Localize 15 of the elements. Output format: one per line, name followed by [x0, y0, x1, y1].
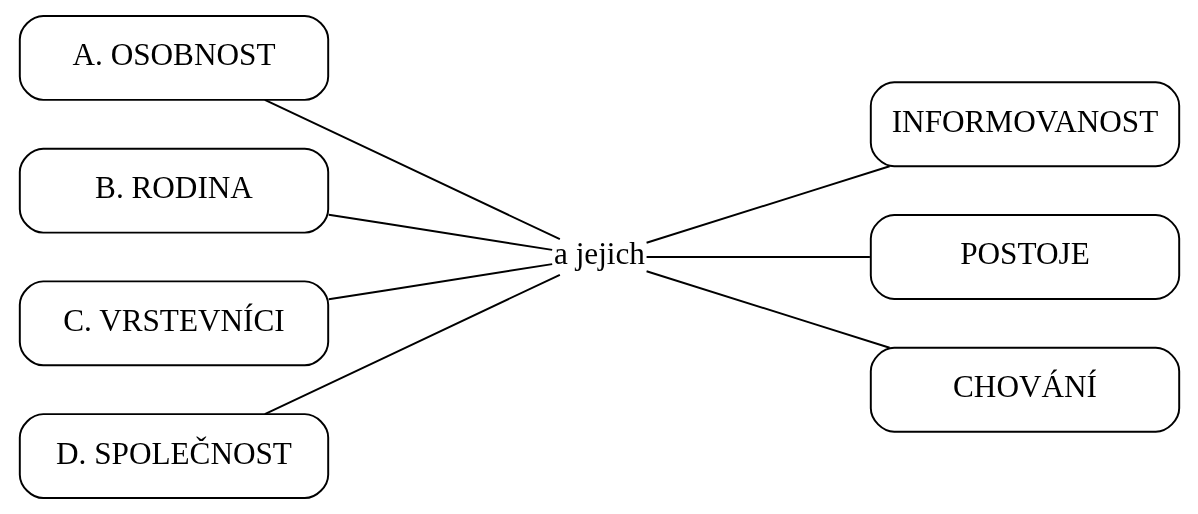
node-box: C. VRSTEVNÍCI: [18, 280, 329, 367]
connector: [645, 270, 891, 349]
node-text: a jejich: [553, 236, 645, 272]
connector: [645, 256, 871, 258]
connector: [645, 165, 891, 244]
node-box: A. OSOBNOST: [18, 14, 329, 101]
connector: [327, 263, 553, 301]
node-box: B. RODINA: [18, 147, 329, 234]
connector: [263, 273, 561, 416]
node-box: POSTOJE: [869, 214, 1180, 300]
connector: [263, 98, 561, 241]
node-box: INFORMOVANOST: [869, 81, 1180, 168]
node-box: D. SPOLEČNOST: [18, 413, 329, 500]
node-box: CHOVÁNÍ: [869, 346, 1180, 433]
connector: [327, 213, 553, 251]
